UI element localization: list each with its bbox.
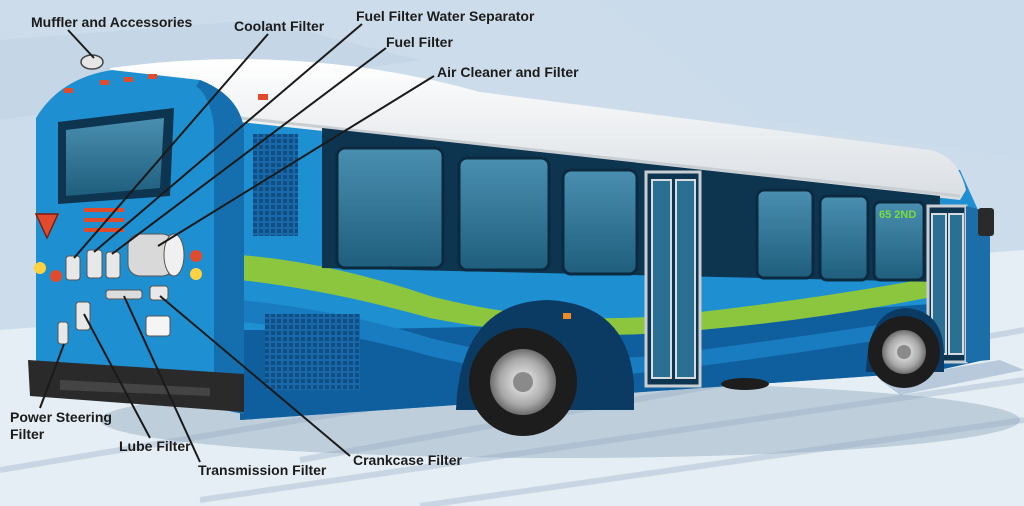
label-crankcase-filter: Crankcase Filter: [353, 452, 462, 468]
label-power-steering-line2: Filter: [10, 426, 45, 442]
fuel-water-separator-icon: [86, 249, 103, 279]
bus-rear: [28, 54, 244, 414]
fuel-filter-icon: [105, 251, 121, 279]
lube-filter-icon: [75, 301, 91, 331]
leader-lines: [39, 23, 435, 463]
transmission-filter-icon: [105, 289, 143, 300]
coolant-filter-icon: [65, 255, 81, 281]
label-fuel-filter: Fuel Filter: [386, 34, 453, 50]
crankcase-filter-icon: [149, 285, 169, 301]
label-power-steering-line1: Power Steering: [10, 409, 112, 425]
air-cleaner-icon: [127, 233, 185, 277]
destination-sign: 65 2ND: [879, 209, 916, 221]
label-transmission-filter: Transmission Filter: [198, 462, 327, 478]
label-coolant-filter: Coolant Filter: [234, 18, 325, 34]
label-air-cleaner: Air Cleaner and Filter: [437, 64, 579, 80]
power-steering-filter-icon: [57, 321, 69, 345]
label-lube-filter: Lube Filter: [119, 438, 191, 454]
label-fuel-filter-water-separator: Fuel Filter Water Separator: [356, 8, 535, 24]
label-muffler: Muffler and Accessories: [31, 14, 193, 30]
